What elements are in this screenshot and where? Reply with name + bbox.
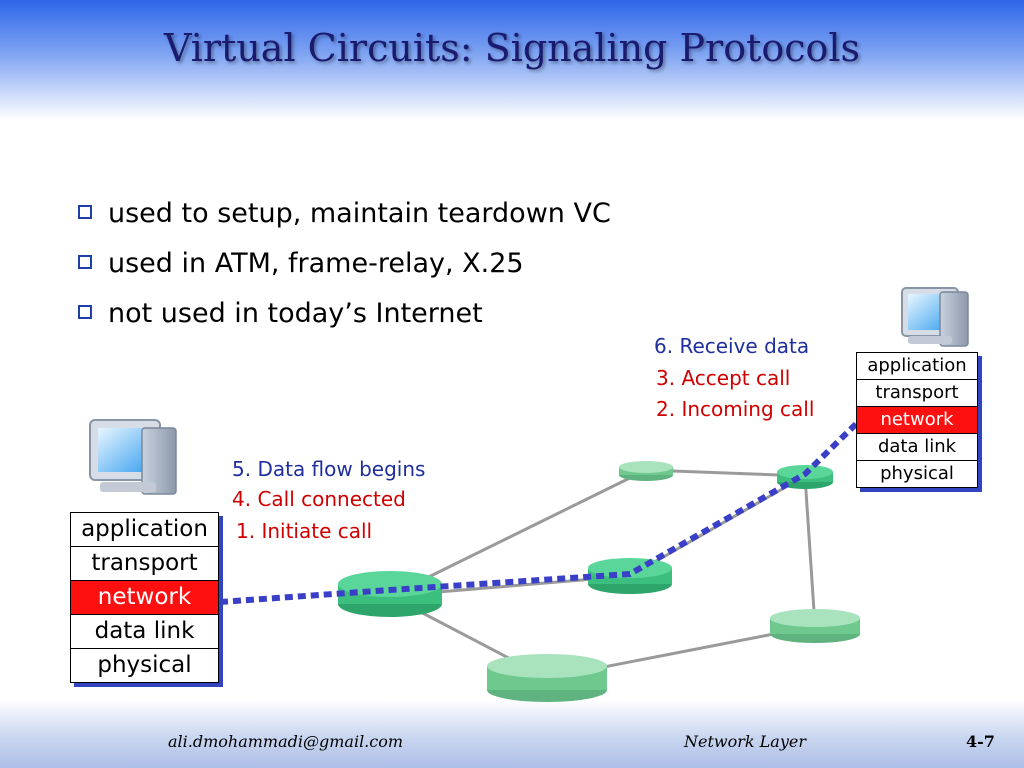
footer-page-number: 4-7	[966, 732, 995, 751]
layer-transport: transport	[71, 547, 218, 581]
layer-physical: physical	[97, 652, 192, 678]
header-gradient	[0, 0, 1024, 120]
layer-data-link: data link	[857, 434, 977, 461]
left-protocol-stack: application transport network data link …	[70, 512, 219, 683]
data-flow-begins-label: 5. Data flow begins	[232, 457, 426, 481]
router-icon	[487, 654, 607, 702]
checkbox-bullet-icon	[78, 204, 92, 219]
receive-data-label: 6. Receive data	[654, 334, 810, 358]
bullet-item: used in ATM, frame-relay, X.25	[78, 246, 611, 296]
initiate-call-label: 1. Initiate call	[236, 519, 373, 543]
layer-physical: physical	[880, 463, 954, 484]
footer-gradient	[0, 700, 1024, 768]
checkbox-bullet-icon	[78, 304, 92, 319]
right-protocol-stack: application transport network data link …	[856, 352, 978, 488]
bullet-item: used to setup, maintain teardown VC	[78, 196, 611, 246]
checkbox-bullet-icon	[78, 254, 92, 269]
incoming-call-label: 2. Incoming call	[656, 397, 815, 421]
bullet-item: not used in today’s Internet	[78, 296, 611, 346]
bullet-list: used to setup, maintain teardown VC used…	[78, 196, 611, 346]
layer-application: application	[71, 513, 218, 547]
footer-section: Network Layer	[684, 732, 806, 751]
layer-network: network	[857, 407, 977, 434]
call-connected-label: 4. Call connected	[232, 487, 406, 511]
router-icon	[770, 609, 860, 643]
vc-path	[219, 421, 859, 605]
router-icon	[619, 461, 673, 481]
layer-transport: transport	[857, 380, 977, 407]
layer-data-link: data link	[71, 615, 218, 649]
computer-icon	[901, 287, 969, 347]
layer-application: application	[857, 353, 977, 380]
computer-icon	[89, 419, 177, 495]
footer-email: ali.dmohammadi@gmail.com	[168, 732, 404, 751]
accept-call-label: 3. Accept call	[656, 366, 791, 390]
layer-network: network	[71, 581, 218, 615]
slide-title: Virtual Circuits: Signaling Protocols	[163, 26, 861, 70]
